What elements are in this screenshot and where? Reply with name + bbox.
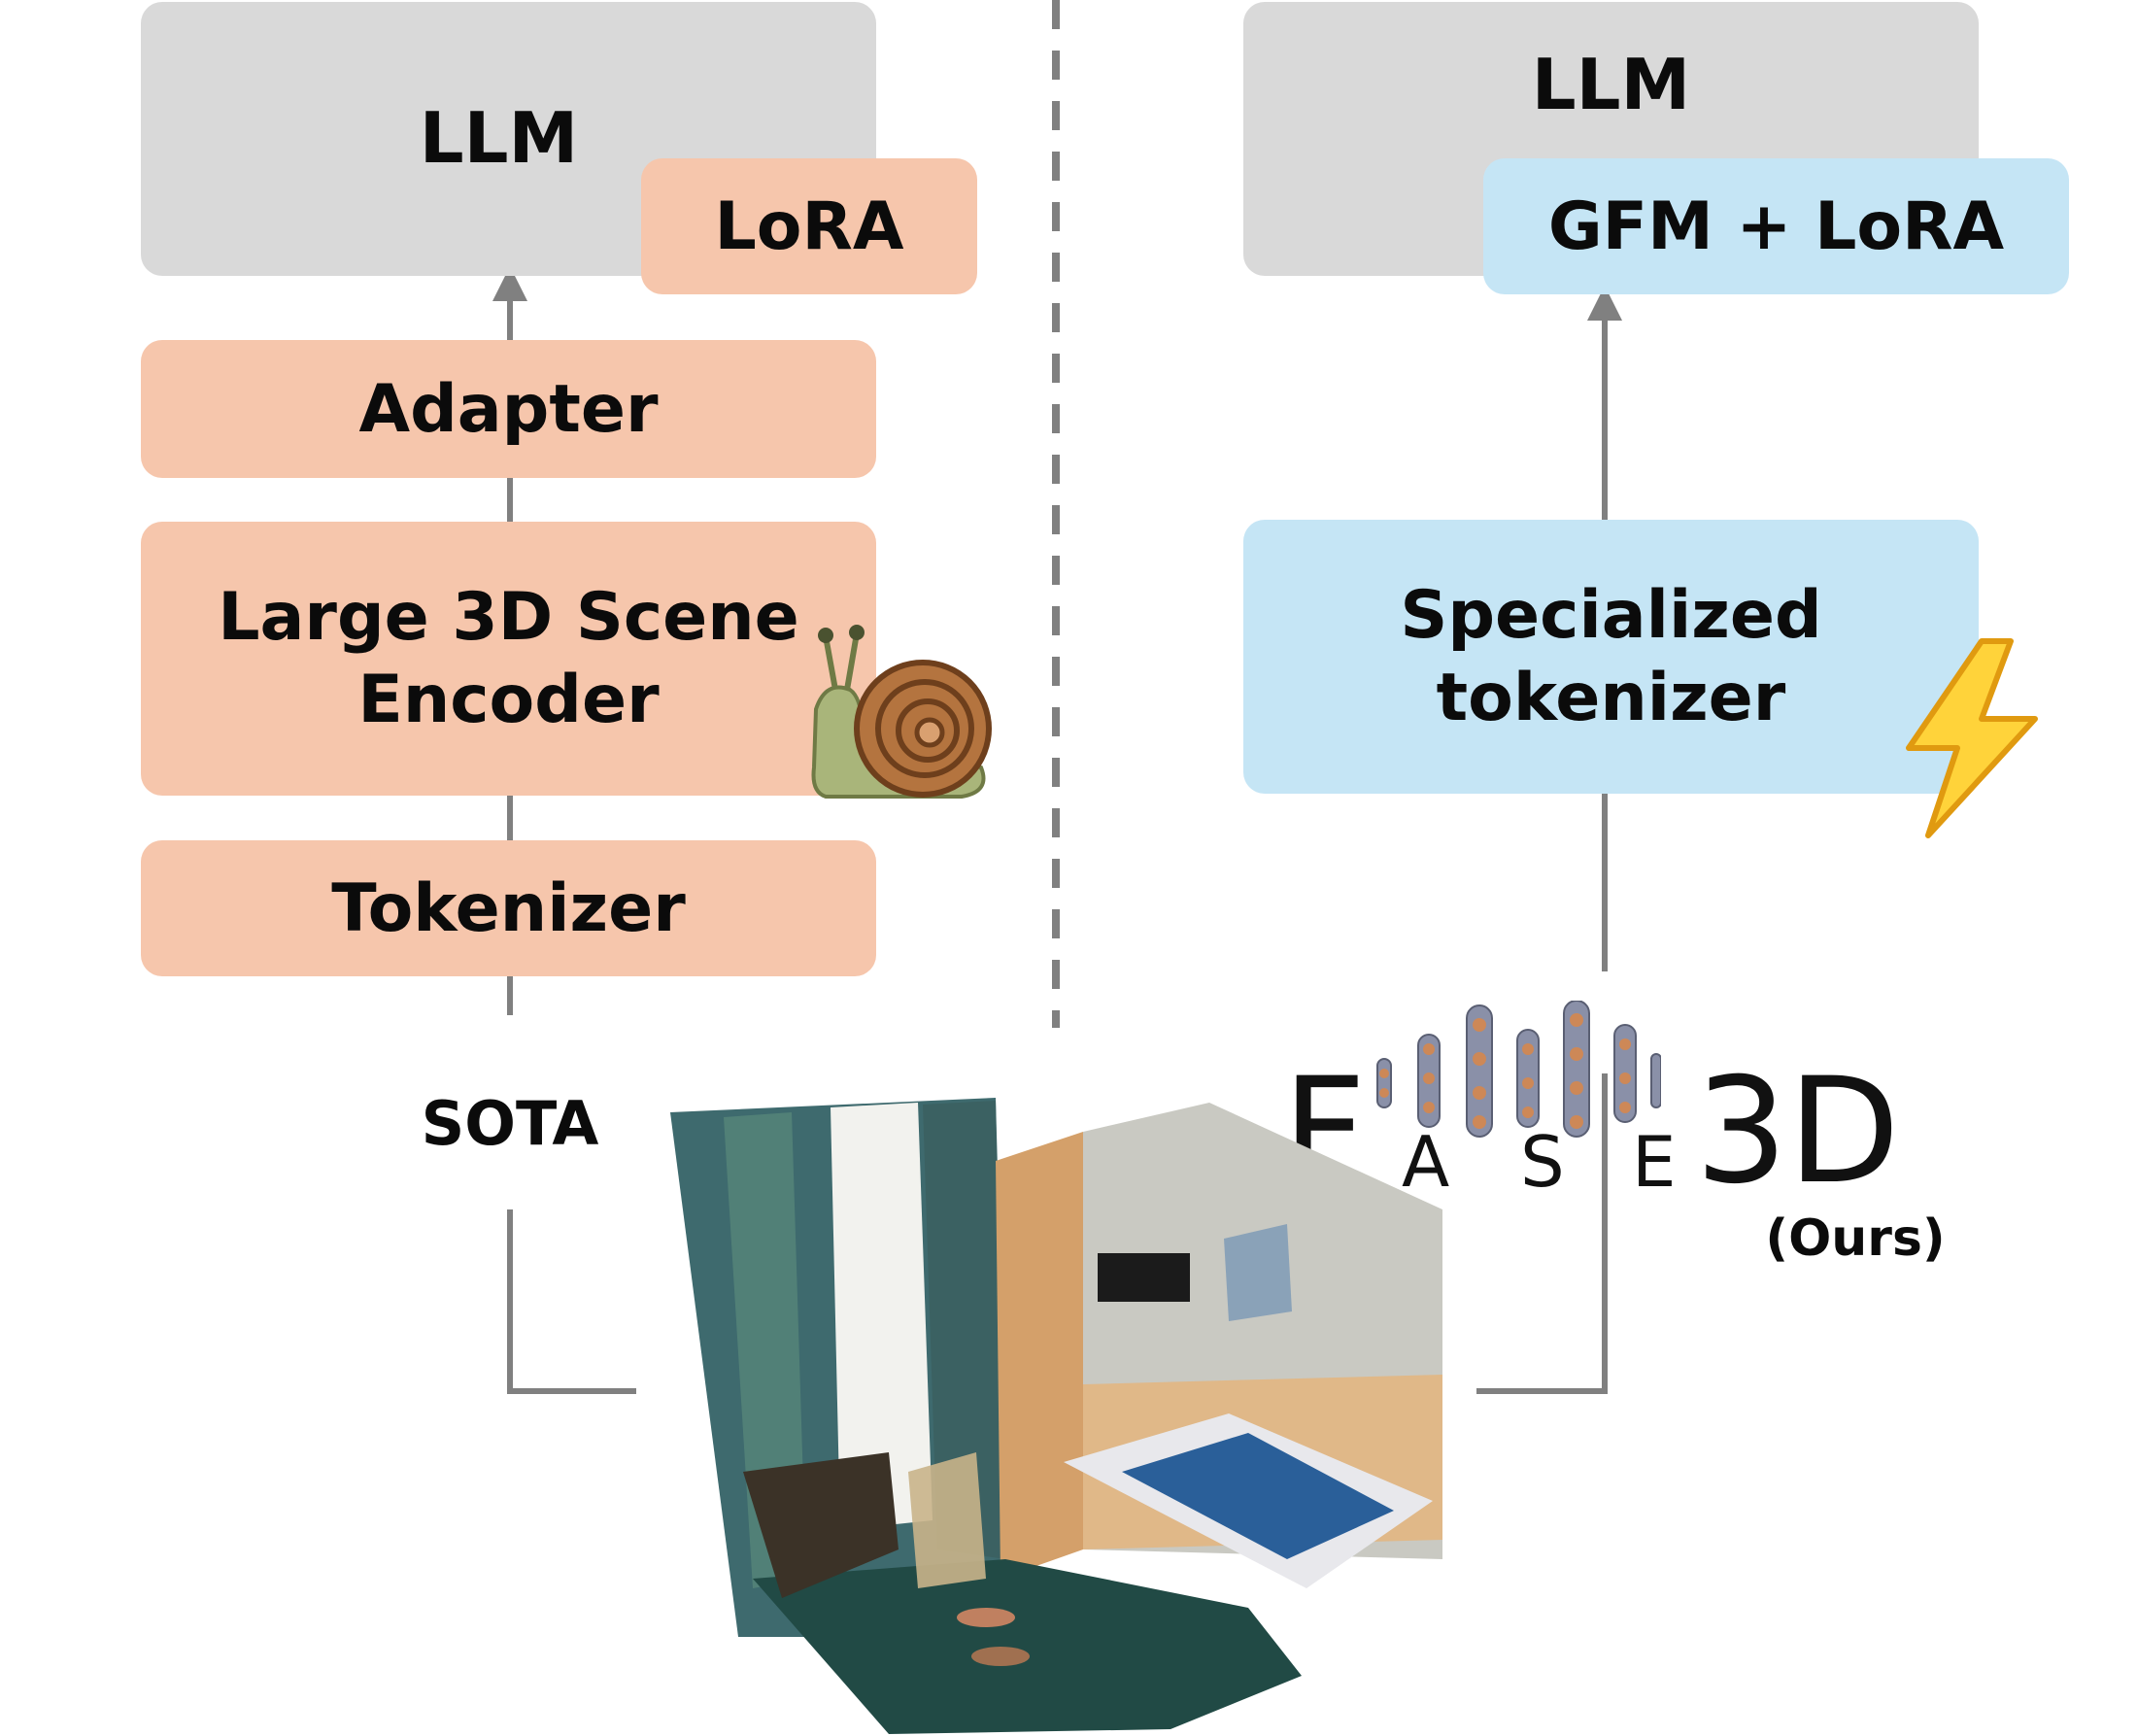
fase3d-logo: F A S E 3D bbox=[1282, 1001, 1943, 1224]
tokenizer-label: Tokenizer bbox=[331, 869, 686, 947]
encoder-label-line2: Encoder bbox=[357, 662, 660, 738]
logo-letter-e: E bbox=[1632, 1121, 1677, 1203]
left-scene-connector bbox=[507, 1209, 636, 1394]
ours-label: (Ours) bbox=[1765, 1209, 1946, 1268]
left-lora-box: LoRA bbox=[641, 158, 977, 294]
left-llm-label: LLM bbox=[419, 97, 579, 179]
right-scene-connector bbox=[1476, 1073, 1608, 1394]
left-llm-box: LLM bbox=[141, 2, 876, 276]
logo-sphere-stacks bbox=[1376, 1001, 1661, 1138]
adapter-label: Adapter bbox=[358, 370, 659, 448]
left-encoder-box: Large 3D Scene Encoder bbox=[141, 522, 876, 796]
specialized-tokenizer-line1: Specialized bbox=[1400, 577, 1822, 654]
gfm-lora-label: GFM + LoRA bbox=[1547, 187, 2005, 265]
logo-3d: 3D bbox=[1695, 1047, 1900, 1216]
lightning-icon bbox=[1906, 638, 2038, 838]
logo-letter-s: S bbox=[1520, 1121, 1565, 1203]
specialized-tokenizer-box: Specialized tokenizer bbox=[1243, 520, 1979, 794]
specialized-tokenizer-line2: tokenizer bbox=[1436, 660, 1786, 736]
left-tokenizer-box: Tokenizer bbox=[141, 840, 876, 976]
snail-icon bbox=[811, 625, 992, 799]
logo-letter-a: A bbox=[1402, 1121, 1450, 1203]
gfm-lora-box: GFM + LoRA bbox=[1483, 158, 2069, 294]
right-llm-label: LLM bbox=[1531, 44, 1691, 125]
left-adapter-box: Adapter bbox=[141, 340, 876, 478]
encoder-label-line1: Large 3D Scene bbox=[218, 579, 799, 656]
left-lora-label: LoRA bbox=[714, 187, 904, 265]
sota-label: SOTA bbox=[421, 1088, 599, 1159]
scene-pointcloud-image bbox=[670, 1098, 1442, 1734]
